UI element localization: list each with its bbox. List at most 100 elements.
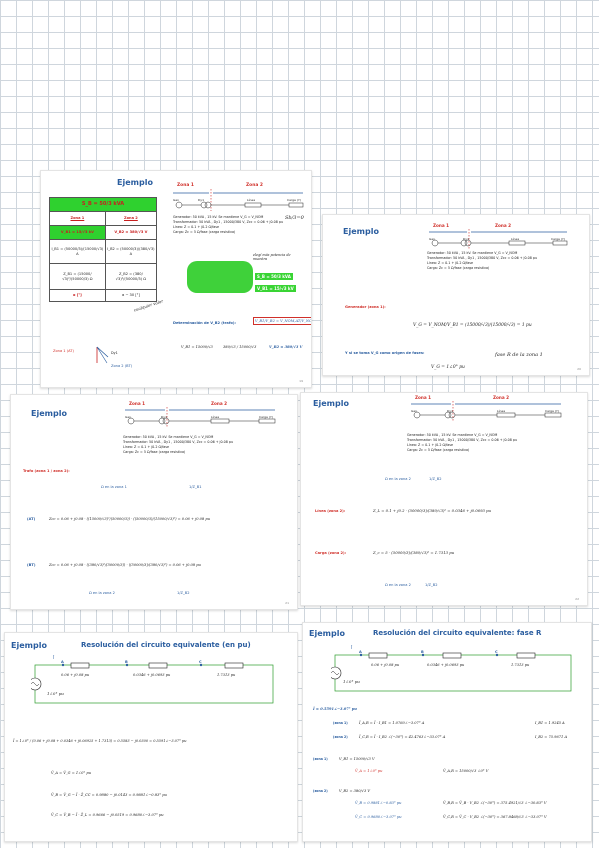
node-b-label: B <box>421 650 424 654</box>
handwritten-note-1: Sb/3=0 <box>285 215 304 221</box>
sticky-vb1: V_B1 = 15/√3 kV <box>255 285 296 292</box>
zona2-label: Zona 2 <box>246 183 263 188</box>
linea-label: Línea <box>247 198 256 202</box>
slide-subtitle: Resolución del circuito equivalente: fas… <box>373 629 542 637</box>
angle1-cell: α [°] <box>49 289 106 302</box>
page-number: 21 <box>285 601 289 606</box>
vbr-line: V̄_B,R = V̄_B · V_B2 ∠(−30°) = 375.4921/… <box>443 801 547 805</box>
node-c-label: C <box>199 660 202 664</box>
current-equation: Ī = 1∠0° / (0.06 + j0.08 + 0.0346 + j0.0… <box>13 739 187 743</box>
spec-gen: Generador: 50 kVA , 15 kV. Se mantiene V… <box>427 251 518 255</box>
node-a-label: A <box>61 660 64 664</box>
at-label: (AT) <box>27 517 36 521</box>
base-values-table: S_B = 50/3 kVA Zona 1 Zona 2 V_B1 = 15/√… <box>49 197 158 302</box>
phasor-diagram <box>96 346 109 364</box>
spec-linea: Línea: Z = 0.1 + j0.2 Ω/fase <box>427 261 474 266</box>
va-line: V̄_A = 1∠0° pu <box>355 769 383 773</box>
spec-trafo: Transformador: 50 kVA , Dy1 , 15000/380 … <box>123 440 234 445</box>
slide-title: Ejemplo <box>309 629 345 638</box>
current-label: Ī <box>351 645 353 650</box>
zc-impedance: 1.7313 pu <box>511 663 530 667</box>
zona1-header: Zona 1 <box>49 211 106 226</box>
zona2-label: Zona 2 <box>493 395 510 400</box>
equivalent-circuit <box>331 652 572 692</box>
linea-zona2-label: Línea (zona 2): <box>315 509 346 513</box>
zb1-cell: Z_B1 = (15000/√3)²/(50000/3) Ω <box>49 263 106 290</box>
slide-title: Ejemplo <box>117 178 153 187</box>
vg-equation: V_G = V_NOM/V_B1 = (15000/√3)/(15000/√3)… <box>413 323 532 328</box>
carga-label: Carga (Y) <box>551 237 565 241</box>
dy1-tag: Dy1 <box>111 351 118 355</box>
slide-3: Ejemplo Zona 1 Zona 2 Gen Dy1 Línea Carg… <box>10 394 298 610</box>
zcc-bt-equation: Zcc = 0.06 + j0.08 · ((380/√3)²/(50000/3… <box>49 563 201 567</box>
handwritten-note-2: elegí más potencia de muestra <box>253 253 291 262</box>
zcc-impedance: 0.06 + j0.08 pu <box>371 663 400 667</box>
green-blob <box>187 261 253 293</box>
slide-6: Ejemplo Resolución del circuito equivale… <box>302 622 592 842</box>
spec-gen: Generador: 50 kVA , 15 kV. Se mantiene V… <box>173 215 264 219</box>
spec-gen: Generador: 50 kVA , 15 kV. Se mantiene V… <box>123 435 214 439</box>
one-line-diagram <box>173 189 304 211</box>
one-line-diagram <box>411 401 562 421</box>
ohm-zone2-bottom: Ω en la zona 2 <box>385 583 411 587</box>
angle2-cell: α − 30 [°] <box>104 289 158 302</box>
zona2-tag-voltage: (zona 2) <box>313 789 328 793</box>
page-number: 22 <box>575 597 579 602</box>
vb2-line: V_B2 = 380/√3 V <box>339 789 370 793</box>
spec-list: Generador: 50 kVA , 15 kV. Se mantiene V… <box>407 433 517 453</box>
inv-zb2-top: 1/Z_B2 <box>429 477 442 481</box>
var-line: V̄_A,R = 15000/√3 ∠0° V <box>443 769 489 773</box>
vc-equation: V̄_C = V̄_B − Ī · Z̄_L = 0.9666 − j0.051… <box>51 813 164 817</box>
sb-header: S_B = 50/3 kVA <box>49 197 157 212</box>
slide-5: Ejemplo Resolución del circuito equivale… <box>4 632 298 842</box>
spec-trafo: Transformador: 50 kVA , Dy1 , 15000/380 … <box>427 256 538 261</box>
ib2-cell: I_B2 = (50000/3)/(380/√3) A <box>104 239 158 264</box>
gen-zona1-label: Generador (zona 1): <box>345 305 386 309</box>
node-c-label: C <box>495 650 498 654</box>
dy1-label: Dy1 <box>463 237 469 241</box>
slide-4: Ejemplo Zona 1 Zona 2 Gen Dy1 Línea Carg… <box>300 392 588 606</box>
spec-carga: Carga: Zc = 5 Ω/fase (carga resistiva) <box>173 230 236 235</box>
det-vb2-label: Determinación de V_B2 (trafo): <box>173 321 236 325</box>
iar-equation: Ī_A,R = Ī · I_B1 = 1.0760∠−3.07° A <box>359 721 425 725</box>
spec-carga: Carga: Zc = 5 Ω/fase (carga resistiva) <box>427 266 490 271</box>
spec-linea: Línea: Z = 0.1 + j0.2 Ω/fase <box>407 443 454 448</box>
page-number: 20 <box>577 367 581 372</box>
zl-impedance: 0.0346 + j0.0693 pu <box>427 663 465 667</box>
zona1-at-label: Zona 1 (AT) <box>53 349 74 353</box>
node-a-label: A <box>359 650 362 654</box>
carga-zona2-label: Carga (zona 2): <box>315 551 347 555</box>
ib1-value: I_B1 = 1.9245 A <box>535 721 565 725</box>
zcc-at-equation: Zcc = 0.06 + j0.08 · ((15000/√3)²/(50000… <box>49 517 210 521</box>
dy1-label: Dy1 <box>161 415 167 419</box>
source-value: 1∠0° pu <box>343 679 360 684</box>
vb1-value-eq: V_B1 = 15000/√3 <box>181 345 213 349</box>
zona1-label: Zona 1 <box>433 223 450 228</box>
current-label: Ī <box>53 655 55 660</box>
spec-gen: Generador: 50 kVA , 15 kV. Se mantiene V… <box>407 433 498 437</box>
zcc-impedance: 0.06 + j0.08 pu <box>61 673 90 677</box>
vc-line: V̄_C = 0.9680∠−3.07° pu <box>355 815 402 819</box>
vb1-cell: V_B1 = 15/√3 kV <box>49 225 106 240</box>
vb-equation: V̄_B = V̄_G − Ī · Z̄_CC = 0.9880 − j0.01… <box>51 793 167 797</box>
zona2-label: Zona 2 <box>211 401 228 406</box>
equivalent-circuit <box>31 662 274 704</box>
slide-2: Ejemplo Zona 1 Zona 2 Gen Dy1 Línea Carg… <box>322 214 590 376</box>
spec-trafo: Transformador: 50 kVA , Dy1 , 15000/380 … <box>407 438 518 443</box>
linea-equation: Z_L = 0.1 + j0.2 · (50000/3)/(380/√3)² =… <box>373 508 492 513</box>
zona1-label: Zona 1 <box>177 183 194 188</box>
icr-equation: Ī_C,R = Ī · I_B2 ∠(−30°) = 42.4763∠−33.0… <box>359 735 446 739</box>
carga-equation: Z_c = 5 · (50000/3)/(380/√3)² = 1.7313 p… <box>373 550 455 555</box>
zl-impedance: 0.0346 + j0.0693 pu <box>133 673 171 677</box>
vb1-line: V_B1 = 15000/√3 V <box>339 757 375 761</box>
spec-list: Generador: 50 kVA , 15 kV. Se mantiene V… <box>427 251 537 271</box>
handwritten-note: fase R de la zona 1 <box>495 352 543 358</box>
page-number: 19 <box>299 379 303 384</box>
zona1-tag-voltage: (zona 1) <box>313 757 328 761</box>
spec-carga: Carga: Zc = 5 Ω/fase (carga resistiva) <box>123 450 186 455</box>
inv-zb1-label: 1/Z_B1 <box>189 485 202 489</box>
carga-label: Carga (Y) <box>545 409 559 413</box>
slide-subtitle: Resolución del circuito equivalente (en … <box>81 641 251 649</box>
node-b-label: B <box>125 660 128 664</box>
spec-trafo: Transformador: 50 kVA , Dy1 , 15000/380 … <box>173 220 284 225</box>
